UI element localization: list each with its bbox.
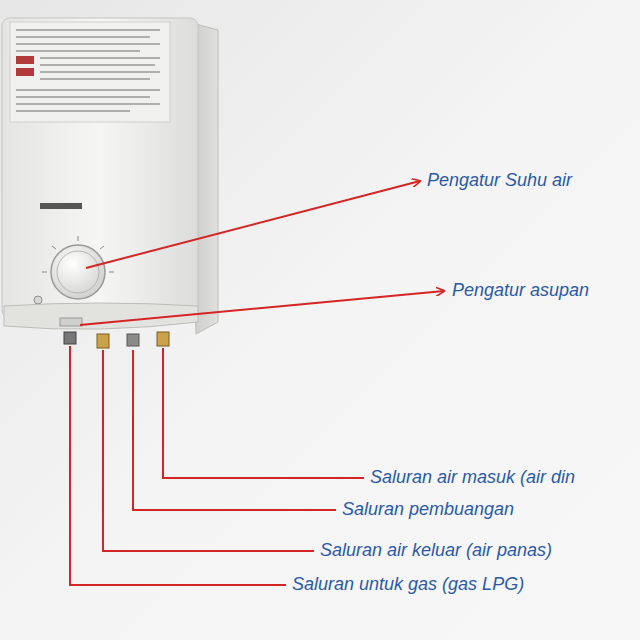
callout-label: Saluran air masuk (air din (370, 467, 575, 489)
callout-label: Pengatur Suhu air (427, 170, 572, 192)
callout-label: Saluran air keluar (air panas) (320, 540, 552, 562)
callout-label: Saluran pembuangan (342, 499, 514, 521)
callout-label: Saluran untuk gas (gas LPG) (292, 574, 524, 596)
callout-label: Pengatur asupan (452, 280, 589, 302)
